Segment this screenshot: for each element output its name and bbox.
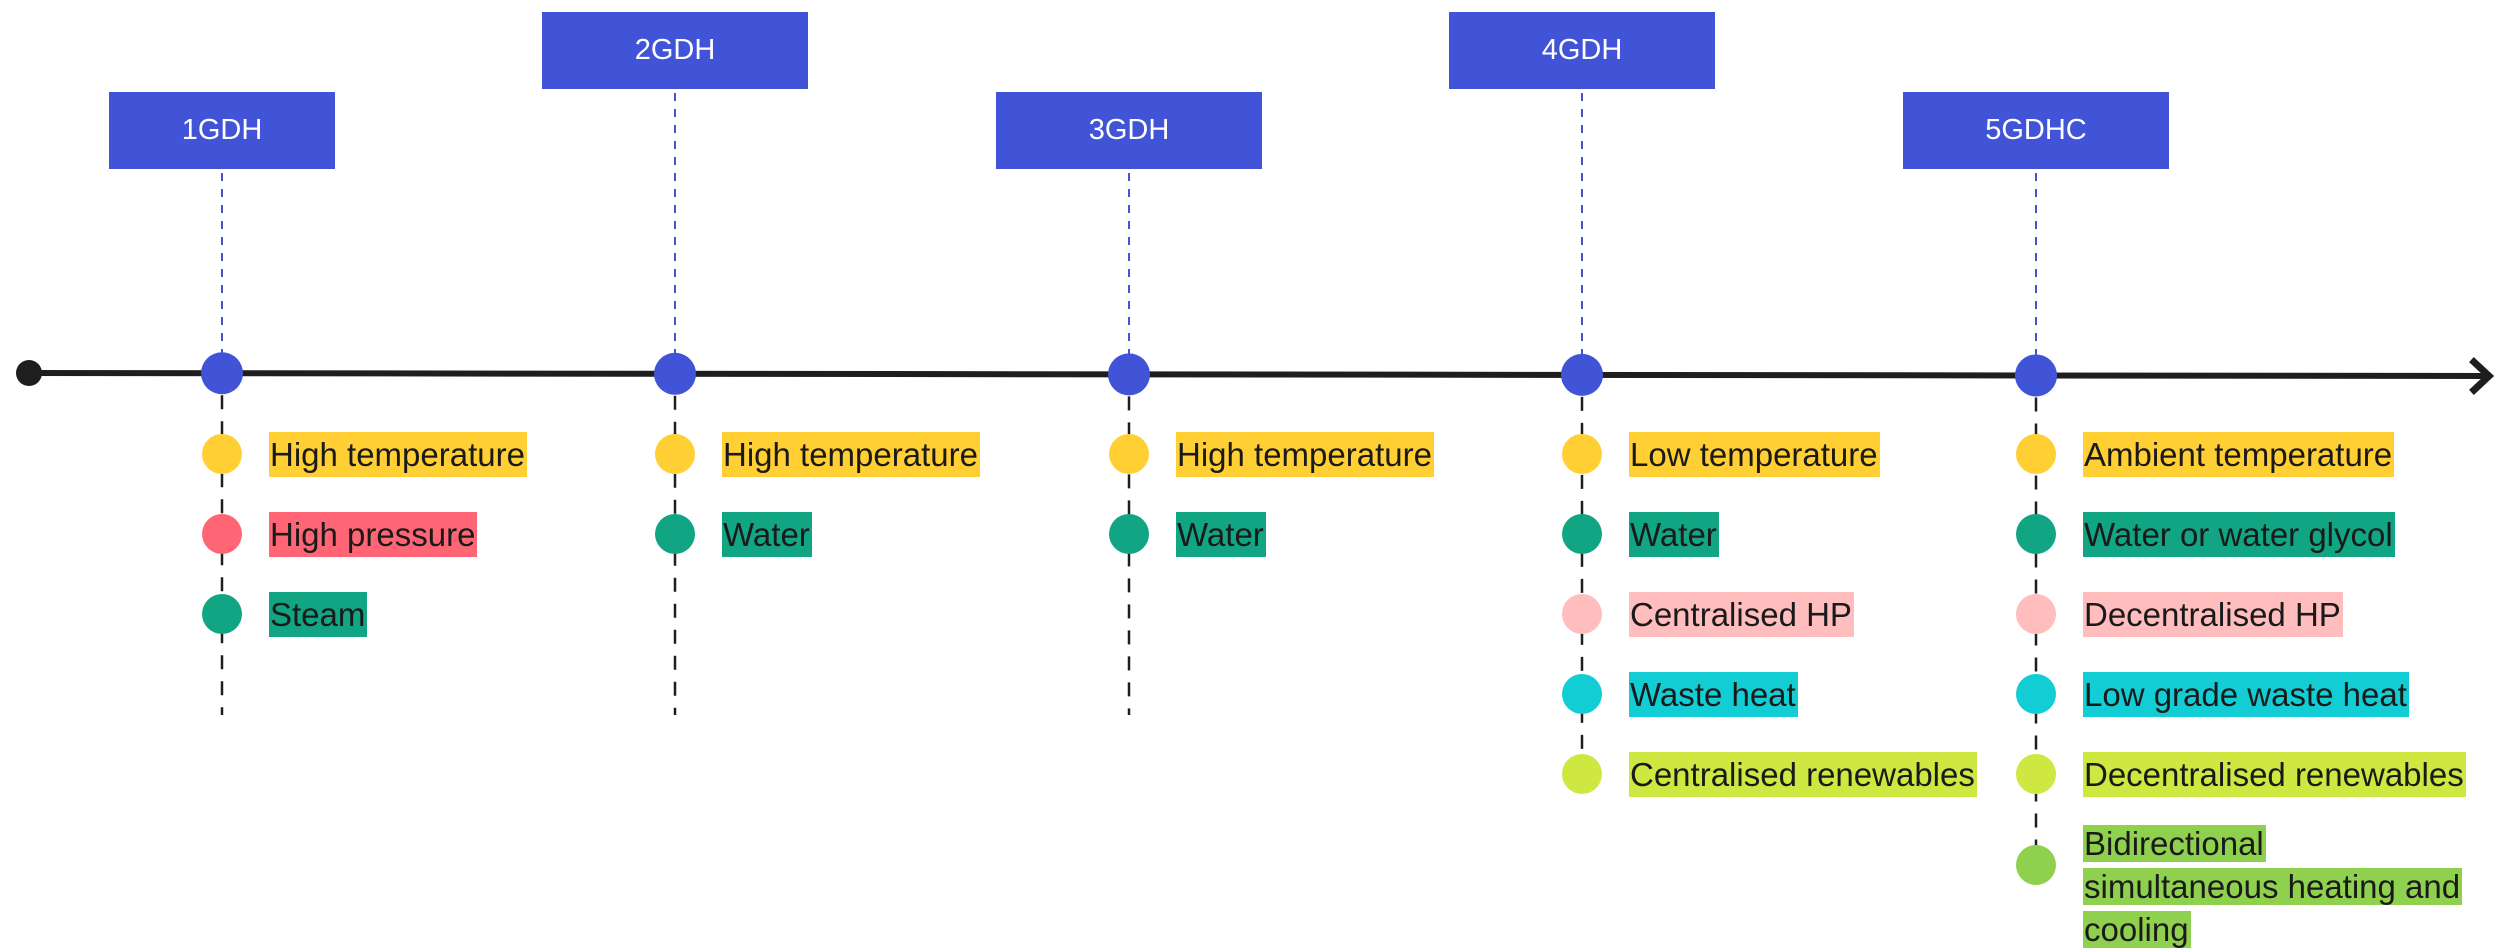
item-tag-pressure: High pressure <box>269 512 478 557</box>
item-dot <box>1562 754 1602 794</box>
item-dot <box>2016 754 2056 794</box>
item-tag-temperature: Low temperature <box>1629 432 1880 477</box>
item-dot <box>1109 514 1149 554</box>
generation-box-5gdhc: 5GDHC <box>1903 92 2169 169</box>
item-dot <box>1562 674 1602 714</box>
item-dot <box>2016 594 2056 634</box>
generation-box-1gdh: 1GDH <box>109 92 335 169</box>
item-dot <box>1562 514 1602 554</box>
item-tag-medium: Steam <box>269 592 368 637</box>
generation-box-2gdh: 2GDH <box>542 12 808 89</box>
item-tag-renewables: Centralised renewables <box>1629 752 1977 797</box>
generation-box-4gdh: 4GDH <box>1449 12 1715 89</box>
item-tag-bidirectional: Bidirectional simultaneous heating and c… <box>2083 822 2463 951</box>
item-dot <box>1109 434 1149 474</box>
item-dot <box>2016 845 2056 885</box>
item-dot <box>2016 514 2056 554</box>
item-dot <box>655 434 695 474</box>
timeline-start-dot <box>16 360 42 386</box>
generation-label: 3GDH <box>1088 114 1170 146</box>
item-tag-waste-heat: Low grade waste heat <box>2083 672 2409 717</box>
item-dot <box>2016 674 2056 714</box>
milestone-dot <box>1561 353 1603 396</box>
item-dot <box>202 434 242 474</box>
item-tag-waste-heat: Waste heat <box>1629 672 1798 717</box>
item-tag-temperature: High temperature <box>269 432 527 477</box>
item-dot <box>202 594 242 634</box>
item-tag-medium: Water <box>1176 512 1266 557</box>
milestone-dot <box>201 352 243 395</box>
item-tag-renewables: Decentralised renewables <box>2083 752 2466 797</box>
item-tag-medium: Water <box>722 512 812 557</box>
item-tag-medium: Water or water glycol <box>2083 512 2395 557</box>
item-tag-heat-pump: Decentralised HP <box>2083 592 2343 637</box>
item-dot <box>1562 434 1602 474</box>
item-tag-medium: Water <box>1629 512 1719 557</box>
timeline-axis <box>28 370 2489 379</box>
item-dot <box>2016 434 2056 474</box>
generation-box-3gdh: 3GDH <box>996 92 1262 169</box>
generation-label: 1GDH <box>181 114 263 146</box>
milestone-dot <box>2015 354 2057 397</box>
item-dot <box>655 514 695 554</box>
timeline-arrow-head-icon <box>2469 357 2495 395</box>
item-tag-heat-pump: Centralised HP <box>1629 592 1854 637</box>
generation-label: 5GDHC <box>1985 114 2087 146</box>
milestone-dot <box>1108 353 1150 396</box>
item-tag-temperature: Ambient temperature <box>2083 432 2395 477</box>
item-label: Bidirectional simultaneous heating and c… <box>2083 825 2463 948</box>
item-tag-temperature: High temperature <box>722 432 980 477</box>
generation-label: 2GDH <box>634 34 716 66</box>
milestone-dot <box>654 352 696 395</box>
generation-label: 4GDH <box>1541 34 1623 66</box>
item-tag-temperature: High temperature <box>1176 432 1434 477</box>
item-dot <box>202 514 242 554</box>
item-dot <box>1562 594 1602 634</box>
